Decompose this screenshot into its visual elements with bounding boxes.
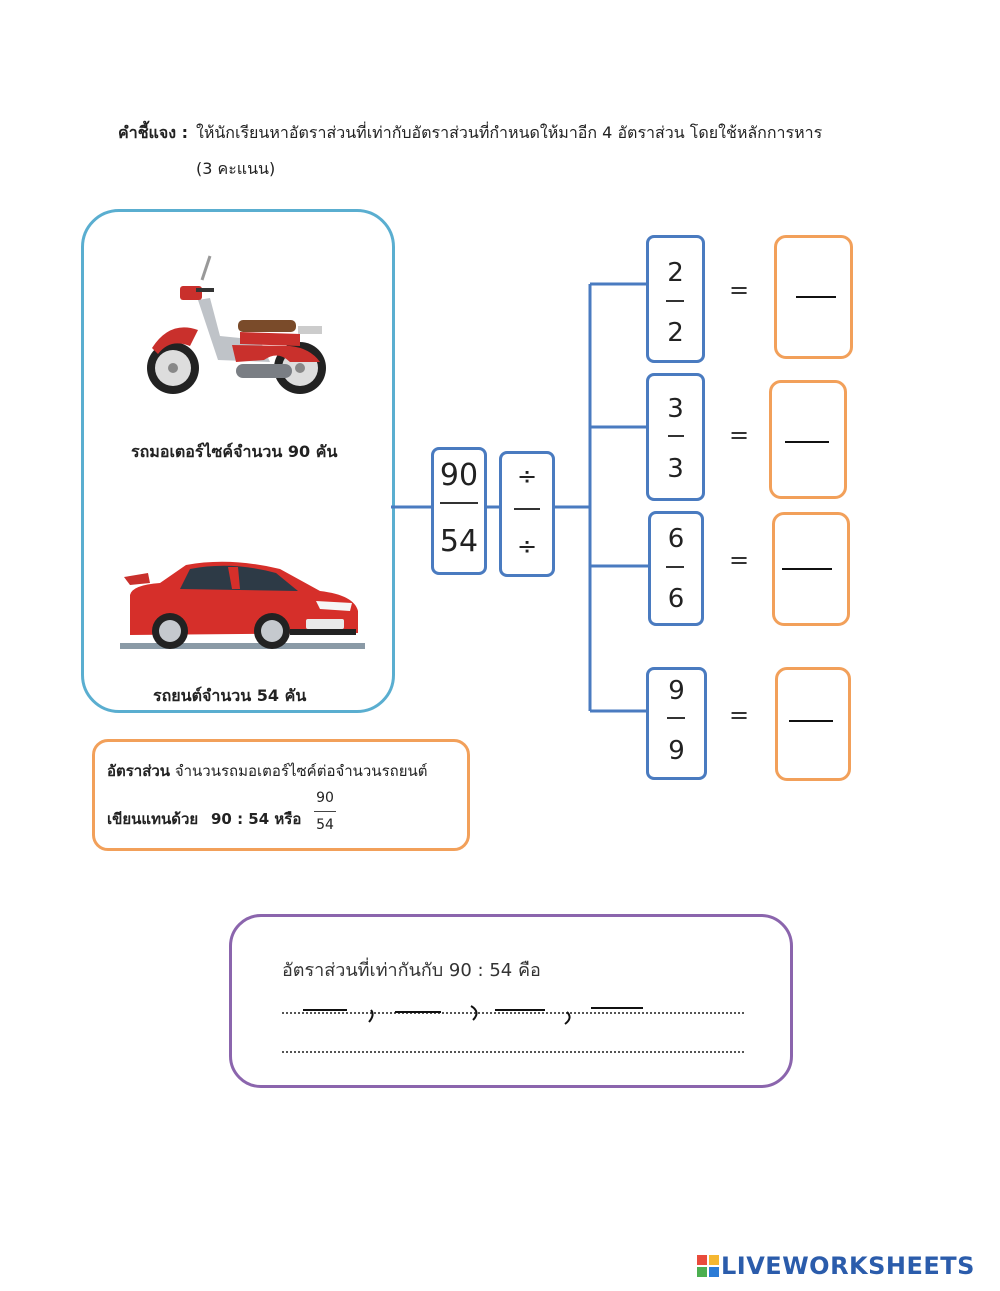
answer-box-3[interactable] [772,512,850,626]
mini-fraction-bar [314,811,336,812]
equals-sign-2: = [729,421,750,449]
answer-box-1[interactable] [774,235,853,359]
vehicle-panel [81,209,395,713]
answer-dotted-line-2 [282,1051,744,1053]
divisor-box-3: 6 6 [648,511,704,626]
motorcycle-icon [147,255,326,394]
answer-dotted-line-1 [282,1012,744,1014]
answer-2-line [785,441,829,443]
divisor-4-denominator: 9 [668,736,685,766]
divisor-4-bar [667,717,685,719]
divide-bottom: ÷ [516,532,538,560]
divide-box: ÷ ÷ [499,451,555,577]
mini-numerator: 90 [316,790,334,806]
divisor-box-2: 3 3 [646,373,705,501]
answer-summary-box: อัตราส่วนที่เท่ากันกับ 90 : 54 คือ [229,914,793,1088]
ratio-description: จำนวนรถมอเตอร์ไซค์ต่อจำนวนรถยนต์ [174,762,428,780]
divisor-3-numerator: 6 [667,524,685,554]
car-caption: รถยนต์จำนวน 54 คัน [153,686,307,705]
divisor-2-bar [668,435,684,437]
motorcycle-caption: รถมอเตอร์ไซค์จำนวน 90 คัน [131,442,338,461]
answer-1-line [796,296,836,298]
divisor-1-bar [666,300,684,302]
instructions-text: ให้นักเรียนหาอัตราส่วนที่เท่ากับอัตราส่ว… [196,123,823,142]
instructions-label: คำชี้แจง : [118,123,189,142]
car-icon [120,561,365,649]
divisor-1-denominator: 2 [667,318,684,348]
ratio-mini-fraction: 90 54 [314,790,336,833]
equals-sign-3: = [729,546,750,574]
answer-4-line [789,720,833,722]
divisor-box-4: 9 9 [646,667,707,780]
answer-box-4[interactable] [775,667,851,781]
divide-top: ÷ [516,462,538,490]
divisor-2-denominator: 3 [667,454,684,484]
ratio-expression: 90 : 54 หรือ [210,810,302,828]
answer-3-line [782,568,832,570]
main-fraction-box: 90 54 [431,447,487,575]
divide-bar [514,508,540,510]
liveworksheets-logo: LIVEWORKSHEETS [697,1252,975,1280]
divisor-1-numerator: 2 [667,258,684,288]
ratio-info-box: อัตราส่วน จำนวนรถมอเตอร์ไซค์ต่อจำนวนรถยน… [92,739,470,851]
divisor-4-numerator: 9 [668,676,685,706]
ratio-title: อัตราส่วน [107,762,171,780]
main-fraction-bar [440,502,478,504]
equals-sign-4: = [729,701,750,729]
answer-box-2[interactable] [769,380,847,499]
write-as-label: เขียนแทนด้วย [107,810,199,828]
logo-text: LIVEWORKSHEETS [721,1252,975,1280]
answer-prompt: อัตราส่วนที่เท่ากันกับ 90 : 54 คือ [282,960,541,981]
main-denominator: 54 [439,524,479,559]
divisor-3-denominator: 6 [667,584,685,614]
main-numerator: 90 [439,458,479,493]
equals-sign-1: = [729,276,750,304]
divisor-box-1: 2 2 [646,235,705,363]
mini-denominator: 54 [316,817,334,833]
divisor-3-bar [666,566,684,568]
divisor-2-numerator: 3 [667,394,684,424]
instructions-score: (3 คะแนน) [196,159,276,178]
liveworksheets-logo-icon [697,1255,719,1277]
answer-blanks[interactable] [295,998,655,1028]
